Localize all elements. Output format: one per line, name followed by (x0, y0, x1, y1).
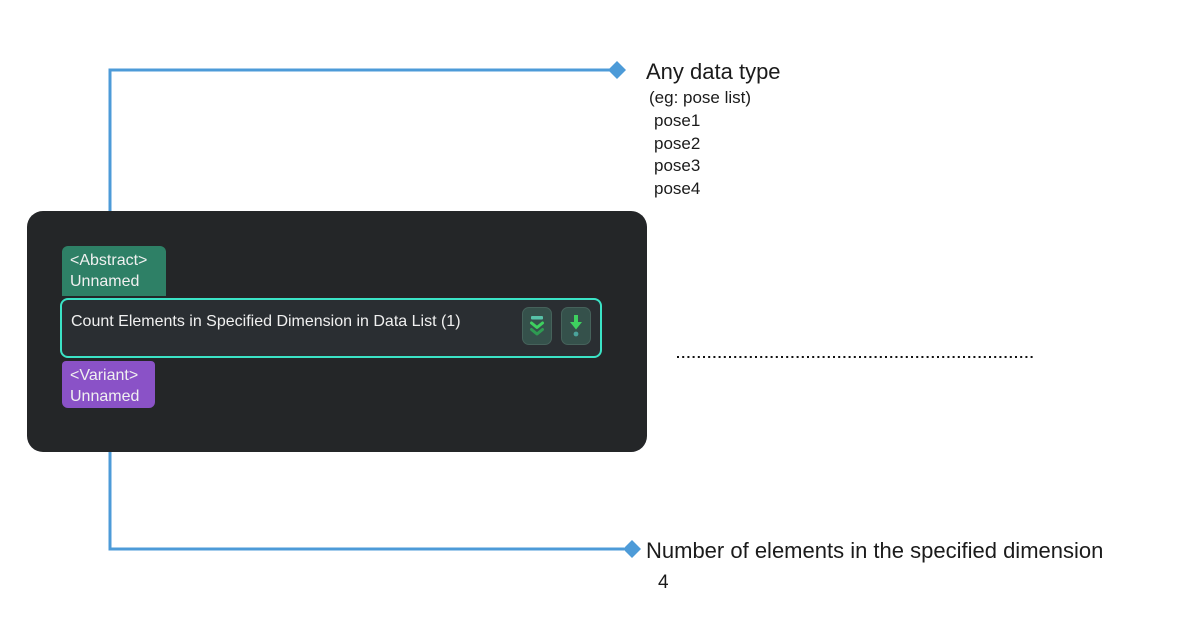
output-port-type: <Variant> (70, 367, 139, 384)
step-title: Count Elements in Specified Dimension in… (71, 313, 461, 330)
list-item: pose1 (654, 111, 701, 130)
list-item: pose4 (654, 178, 701, 198)
input-connector-diamond-label (608, 61, 626, 79)
step-title-row[interactable]: Count Elements in Specified Dimension in… (60, 298, 602, 358)
output-annotation-title: Number of elements in the specified dime… (646, 538, 1104, 563)
pin-output-button[interactable] (561, 307, 591, 345)
input-example-list: pose1 pose2 pose3 pose4 (646, 110, 781, 200)
input-annotation-title: Any data type (646, 59, 781, 84)
input-port-type: <Abstract> (70, 252, 148, 269)
list-item: pose2 (654, 133, 701, 153)
input-port-name: Unnamed (70, 273, 140, 290)
collapse-double-chevron-icon (530, 316, 544, 336)
output-port-name: Unnamed (70, 388, 140, 405)
step-node-card[interactable]: <Abstract> Unnamed Count Elements in Spe… (27, 211, 647, 452)
input-connector-line (108, 68, 610, 231)
output-connector-diamond-label (623, 540, 641, 558)
input-annotation: Any data type (eg: pose list) pose1 pose… (646, 59, 781, 200)
output-annotation-value: 4 (658, 572, 669, 593)
input-port-badge[interactable]: <Abstract> Unnamed (62, 246, 166, 296)
output-annotation: Number of elements in the specified dime… (646, 537, 1103, 594)
pin-output-arrow-icon (570, 315, 582, 337)
list-item: pose3 (654, 156, 701, 175)
collapse-parameters-button[interactable] (522, 307, 552, 345)
input-annotation-subtitle: (eg: pose list) (649, 88, 752, 107)
output-port-badge[interactable]: <Variant> Unnamed (62, 361, 155, 408)
